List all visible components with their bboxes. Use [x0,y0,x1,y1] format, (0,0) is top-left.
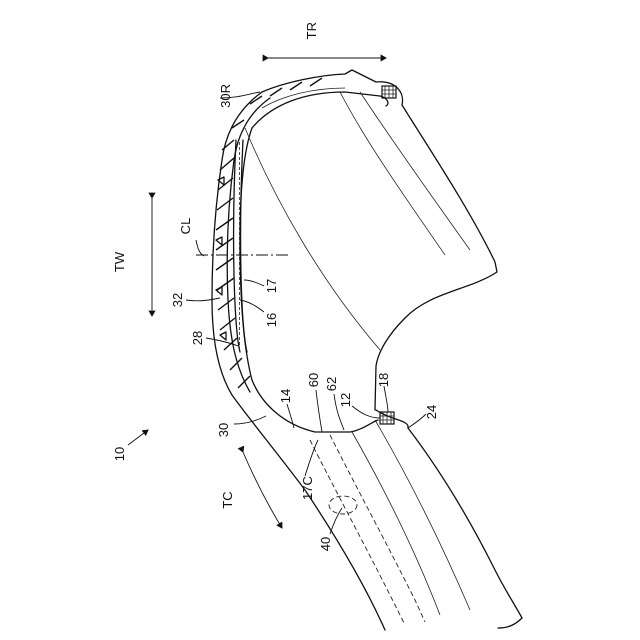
label-17c: 17C [300,476,315,500]
label-60: 60 [306,373,321,387]
label-tw: TW [112,251,127,272]
belt-layers [234,140,247,352]
label-14: 14 [278,389,293,403]
label-32: 32 [170,293,185,307]
label-tr: TR [304,22,319,39]
tread-grooves [216,177,226,340]
label-16: 16 [264,313,279,327]
label-18: 18 [376,373,391,387]
label-17: 17 [264,279,279,293]
label-12: 12 [338,393,353,407]
figure-ref-arrow [128,430,148,445]
tire-outline [212,70,522,630]
label-62: 62 [324,377,339,391]
label-40: 40 [318,537,333,551]
label-30: 30 [216,423,231,437]
label-tc: TC [220,491,235,508]
label-28: 28 [190,331,205,345]
label-30r: 30R [218,84,233,108]
hidden-lines [310,435,425,625]
label-10: 10 [112,447,127,461]
surface-lines [245,92,470,615]
bead-core-top [382,86,396,98]
label-24: 24 [424,405,439,419]
tc-arrow [243,452,282,528]
label-cl: CL [178,218,193,235]
